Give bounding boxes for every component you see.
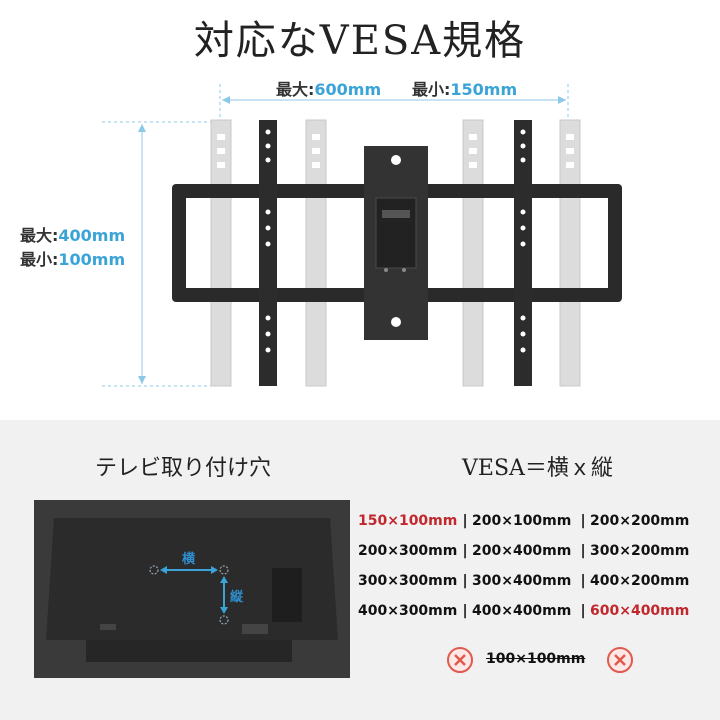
right-end — [608, 184, 622, 302]
dark-arm-right — [514, 120, 532, 386]
size-item: 300×200mm — [590, 543, 690, 559]
wall-mount-bracket-illustration — [102, 84, 622, 387]
top-panel — [0, 0, 720, 420]
arrow-down — [138, 376, 146, 384]
horizontal-max: 最大:600mm — [276, 76, 381, 100]
unsupported-size: 100×100mm — [486, 651, 586, 667]
tv-port-box — [272, 568, 302, 622]
tv-horizontal-label: 横 — [182, 552, 196, 567]
size-item: 400×300mm — [358, 603, 458, 619]
faded-arm-holes — [217, 134, 574, 168]
size-item: 400×400mm — [472, 603, 572, 619]
tv-back-panel — [46, 518, 338, 640]
vertical-min-label: 最小: — [20, 250, 59, 269]
vertical-max-value: 400mm — [58, 226, 126, 245]
arrow-right — [558, 96, 566, 104]
size-row: 200×300mm|200×400mm|300×200mm — [358, 536, 720, 566]
tv-bottom-ledge — [86, 640, 292, 662]
separator: | — [580, 543, 586, 559]
tv-back-illustration: 横 縦 — [0, 490, 360, 690]
vertical-max: 最大:400mm — [20, 222, 125, 246]
dark-arm-holes — [265, 129, 526, 353]
size-item: 400×200mm — [590, 573, 690, 589]
size-row: 150×100mm|200×100mm|200×200mm — [358, 506, 720, 536]
horizontal-min-value: 150mm — [450, 80, 518, 99]
separator: | — [462, 543, 468, 559]
vesa-size-list: 150×100mm|200×100mm|200×200mm 200×300mm|… — [358, 506, 720, 626]
size-item: 200×300mm — [358, 543, 458, 559]
separator: | — [462, 603, 468, 619]
separator: | — [580, 603, 586, 619]
unsupported-size-row: 100×100mm — [440, 646, 640, 674]
cross-icon — [607, 647, 633, 673]
vertical-max-label: 最大: — [20, 226, 59, 245]
size-item: 200×100mm — [472, 513, 572, 529]
horizontal-max-value: 600mm — [314, 80, 382, 99]
center-plate-slot — [382, 210, 410, 218]
horizontal-min-label: 最小: — [412, 80, 451, 99]
size-row: 300×300mm|300×400mm|400×200mm — [358, 566, 720, 596]
arrow-left — [222, 96, 230, 104]
vesa-section-title: VESA＝横ｘ縦 — [462, 456, 613, 481]
separator: | — [580, 513, 586, 529]
separator: | — [462, 513, 468, 529]
separator: | — [580, 573, 586, 589]
arrow-up — [138, 124, 146, 132]
size-item: 200×200mm — [590, 513, 690, 529]
center-plate-inner — [375, 197, 417, 269]
size-item: 600×400mm — [590, 603, 690, 619]
dimension-guides — [102, 84, 569, 387]
size-item: 200×400mm — [472, 543, 572, 559]
page-title: 対応なVESA規格 — [193, 18, 527, 64]
size-item: 150×100mm — [358, 513, 458, 529]
tv-back-svg — [34, 500, 350, 678]
vertical-min: 最小:100mm — [20, 246, 125, 270]
tv-vertical-label: 縦 — [230, 590, 244, 605]
dark-arm-left — [259, 120, 277, 386]
separator: | — [462, 573, 468, 589]
vertical-min-value: 100mm — [58, 250, 126, 269]
tv-section-title: テレビ取り付け穴 — [95, 456, 272, 481]
left-end — [172, 184, 186, 302]
horizontal-max-label: 最大: — [276, 80, 315, 99]
size-item: 300×400mm — [472, 573, 572, 589]
horizontal-min: 最小:150mm — [412, 76, 517, 100]
size-item: 300×300mm — [358, 573, 458, 589]
size-row: 400×300mm|400×400mm|600×400mm — [358, 596, 720, 626]
cross-icon — [447, 647, 473, 673]
